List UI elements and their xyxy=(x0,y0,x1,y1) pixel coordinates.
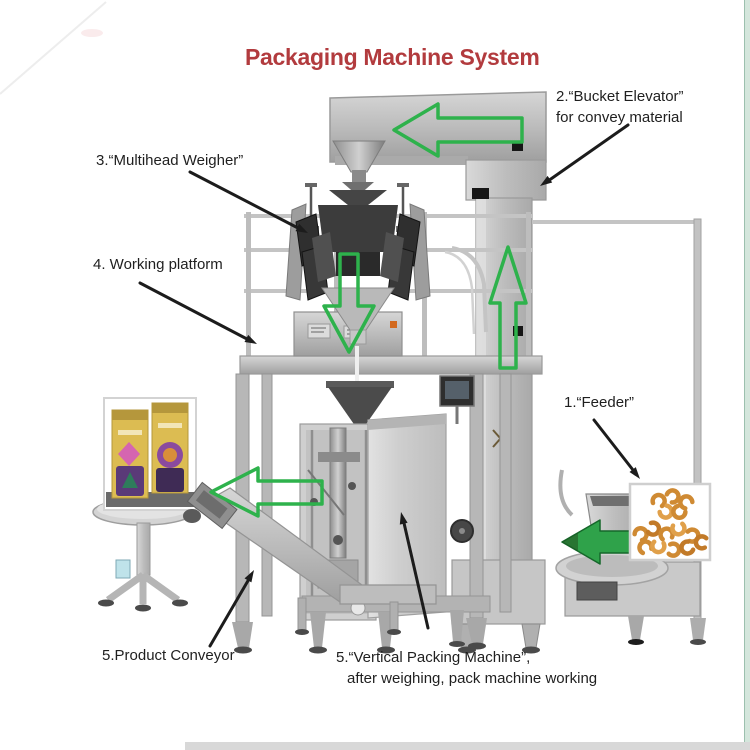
bottom-edge-strip xyxy=(185,742,750,750)
annotation-arrow-feeder xyxy=(592,418,640,479)
annotation-arrow-bucket-elevator xyxy=(540,123,630,186)
label-product-conveyor: 5.Product Conveyor xyxy=(102,647,235,664)
annotation-arrow-multihead-weigher xyxy=(188,170,308,233)
table-control-box xyxy=(115,559,131,579)
label-bucket-elevator-line1: 2.“Bucket Elevator” xyxy=(556,88,684,105)
annotation-arrow-product-conveyor xyxy=(208,570,254,648)
label-bucket-elevator-line2: for convey material xyxy=(556,109,683,126)
annotation-arrows xyxy=(138,123,640,648)
rotary-table xyxy=(92,498,194,612)
label-bucket-elevator: 2.“Bucket Elevator” for convey material xyxy=(556,86,684,128)
label-vertical-packing-line2: after weighing, pack machine working xyxy=(347,670,598,687)
flow-arrow-elevator-top-icon xyxy=(392,102,524,158)
material-inset xyxy=(628,482,712,562)
cashew-nuts xyxy=(632,488,709,558)
product-conveyor xyxy=(183,481,437,635)
label-feeder: 1.“Feeder” xyxy=(564,394,635,411)
photo-artifacts xyxy=(0,1,107,95)
snack-bag xyxy=(151,402,189,494)
snack-bag xyxy=(111,409,149,499)
flow-arrow-weigher-down-icon xyxy=(322,252,376,354)
flow-arrow-conveyor-left-icon xyxy=(209,466,324,518)
label-working-platform: 4. Working platform xyxy=(93,256,223,273)
product-bags-inset xyxy=(103,397,197,511)
right-edge-strip xyxy=(744,0,750,750)
label-vertical-packing: 5.“Vertical Packing Machine”, after weig… xyxy=(336,647,597,689)
flow-arrow-elevator-up-icon xyxy=(488,245,528,370)
label-multihead-weigher: 3.“Multihead Weigher” xyxy=(96,152,244,169)
label-vertical-packing-line1: 5.“Vertical Packing Machine”, xyxy=(336,649,531,666)
annotation-arrow-working-platform xyxy=(138,281,257,344)
annotation-arrow-vertical-packing xyxy=(399,512,430,630)
diagram-title: Packaging Machine System xyxy=(245,44,540,70)
